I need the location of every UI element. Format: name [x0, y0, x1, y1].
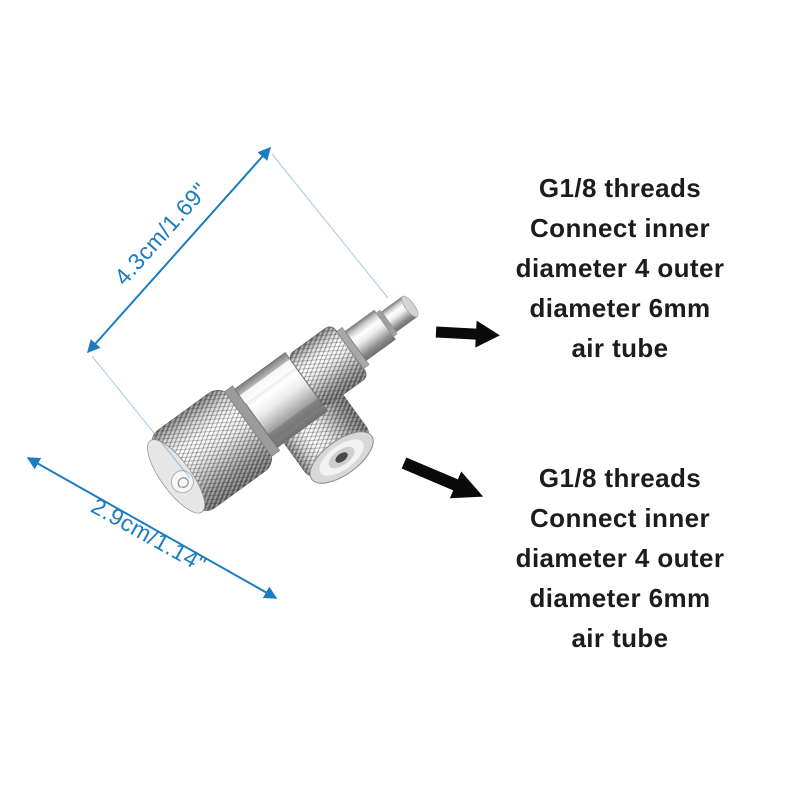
- callout-line: diameter 6mm: [529, 583, 711, 613]
- callout-line: diameter 6mm: [529, 293, 711, 323]
- callout-line: diameter 4 outer: [515, 253, 725, 283]
- callout-line: G1/8 threads: [538, 463, 702, 493]
- callout-line: diameter 4 outer: [515, 543, 725, 573]
- dimension-text-length: 4.3cm/1.69": [109, 177, 213, 289]
- callout-line: air tube: [571, 333, 669, 363]
- callout-line: Connect inner: [530, 213, 710, 243]
- callout-arrow-top-icon: [435, 320, 500, 348]
- t-connector: [147, 295, 419, 514]
- callout-line: G1/8 threads: [538, 173, 702, 203]
- extension-line-top: [271, 153, 389, 299]
- branch-port-hole: [335, 452, 348, 463]
- callout-arrow-bottom-icon: [401, 457, 484, 499]
- dimension-line-height: [26, 457, 278, 599]
- connector-nozzle: [336, 295, 419, 369]
- extension-line-left: [91, 355, 191, 479]
- callout-label-top: G1/8 threads Connect inner diameter 4 ou…: [505, 168, 735, 368]
- callout-line: Connect inner: [530, 503, 710, 533]
- callout-line: air tube: [571, 623, 669, 653]
- dimension-line-length: [87, 146, 271, 354]
- callout-label-bottom: G1/8 threads Connect inner diameter 4 ou…: [505, 458, 735, 658]
